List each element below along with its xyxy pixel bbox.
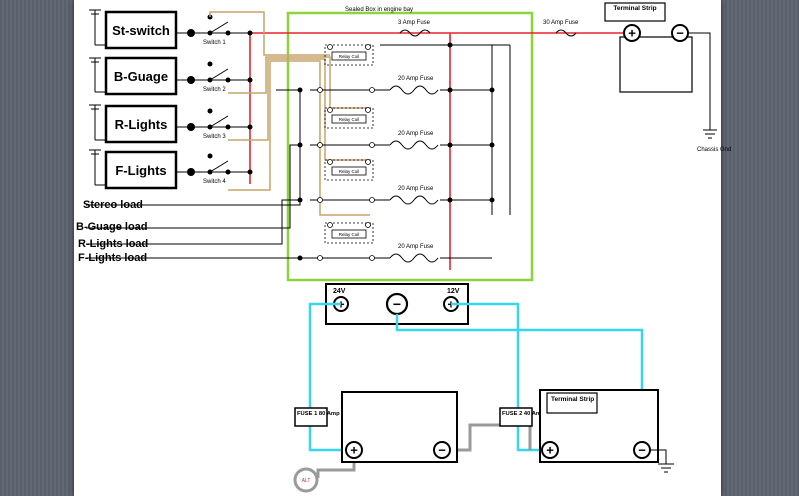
relay-3-label: Relay Coil: [339, 169, 360, 174]
terminal-strip-plus-terminal: [541, 441, 559, 459]
chassis-gnd-label: Chassis Gnd: [697, 147, 731, 153]
sealed-box: [286, 11, 534, 282]
gray-ground-wire: [436, 423, 532, 452]
minus-icon: −: [676, 26, 684, 41]
r-lights-load-label: R-Lights load: [78, 238, 148, 250]
fuse-20-label-1: 20 Amp Fuse: [398, 76, 434, 82]
converter-12v-label: 12V: [447, 288, 460, 295]
fuse-2-box: [499, 407, 533, 427]
plus-icon: +: [546, 443, 554, 458]
switch-1-label: Switch 1: [203, 40, 226, 46]
junction-dots: [247, 30, 495, 261]
switch-3-label: Switch 3: [203, 134, 226, 140]
fuse-20-label-3: 20 Amp Fuse: [398, 186, 434, 192]
b-guage-load-label: B-Guage load: [76, 221, 148, 233]
minus-icon: −: [393, 296, 401, 312]
terminal-strip-bottom-label-box: [546, 392, 598, 414]
minus-icon: −: [638, 443, 646, 458]
converter-24v-label: 24V: [333, 288, 346, 295]
st-switch-label: St-switch: [112, 23, 170, 38]
switch-2-label: Switch 2: [203, 87, 226, 93]
tan-wire-bundle: [209, 11, 370, 216]
relay-4: Relay Coil: [324, 222, 374, 244]
fuse-20-label-2: 20 Amp Fuse: [398, 131, 434, 137]
fuse-2-label: FUSE 2 40 Amp: [502, 411, 545, 417]
contact-circles: [317, 44, 375, 261]
battery-bottom-plus-terminal: [345, 441, 363, 459]
relay-2-label: Relay Coil: [339, 117, 360, 122]
switch-row-1: St-switch Switch 1: [89, 9, 250, 50]
stereo-load-label: Stereo load: [83, 199, 143, 211]
b-guage-label: B-Guage: [114, 69, 168, 84]
relay-1: Relay Coil: [324, 44, 374, 66]
fuse-20-symbols: [389, 85, 439, 263]
plus-icon: +: [628, 26, 636, 41]
fuse-1-box: [294, 407, 328, 427]
fuse-3-label: 3 Amp Fuse: [398, 20, 431, 26]
fuse-3-symbol: [399, 29, 431, 37]
f-lights-box[interactable]: [104, 150, 178, 190]
f-lights-load-label: F-Lights load: [78, 252, 147, 264]
fuse-1-label: FUSE 1 80 Amp: [297, 411, 340, 417]
alternator: [293, 467, 319, 493]
switch-row-3: R-Lights Switch 3: [89, 104, 250, 144]
r-lights-box[interactable]: [104, 104, 178, 144]
relay-1-label: Relay Coil: [339, 54, 360, 59]
r-lights-label: R-Lights: [115, 117, 168, 132]
f-lights-label: F-Lights: [115, 163, 166, 178]
switch-row-2: B-Guage Switch 2: [89, 56, 250, 96]
battery-top: [619, 36, 693, 93]
terminal-strip-top-box: [604, 2, 666, 22]
terminal-strip-bottom-label: Terminal Strip: [551, 396, 594, 403]
background-left: [0, 0, 74, 496]
terminal-strip-top-label: Terminal Strip: [613, 5, 656, 12]
relay-2: Relay Coil: [324, 107, 374, 129]
alt-label: ALT: [302, 478, 311, 484]
battery-bottom-minus-terminal: [433, 441, 451, 459]
fuse-30-symbol: [555, 29, 577, 37]
ground-wire-bottom: [650, 449, 667, 464]
b-guage-box[interactable]: [104, 56, 178, 96]
fuse-20-label-4: 20 Amp Fuse: [398, 244, 434, 250]
battery-top-plus-terminal: [623, 24, 641, 42]
ground-wire-top: [688, 32, 711, 130]
background-right: [721, 0, 799, 496]
switch-4-label: Switch 4: [203, 179, 226, 185]
plus-icon: +: [350, 443, 358, 458]
fuse-30-label: 30 Amp Fuse: [543, 20, 579, 26]
relay-4-label: Relay Coil: [339, 232, 360, 237]
st-switch-box[interactable]: [104, 10, 178, 50]
sealed-box-label: Sealed Box in engine bay: [345, 7, 413, 13]
switch-row-4: F-Lights Switch 4: [89, 149, 250, 190]
minus-icon: −: [438, 443, 446, 458]
relay-3: Relay Coil: [324, 159, 374, 181]
